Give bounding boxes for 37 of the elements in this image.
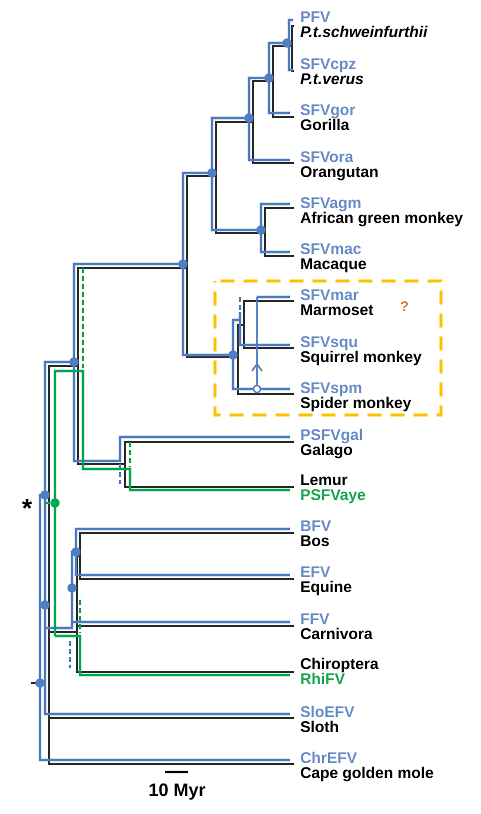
tip-label: SFVmac <box>300 243 361 254</box>
tip-label: SFVsqu <box>300 336 357 350</box>
tip-label: Orangutan <box>300 166 378 180</box>
tip-label: Lemur <box>301 474 348 486</box>
tip-label: Gorilla <box>300 118 350 130</box>
tip-label: RhiFV <box>301 672 345 684</box>
tip-label: EFV <box>301 566 330 577</box>
tip-label: Galago <box>300 444 352 458</box>
tip-label: Marmoset <box>301 304 374 316</box>
tip-label: BFV <box>301 520 332 531</box>
tip-label: Spider monkey <box>300 396 412 412</box>
tip-label: PSFVgal <box>301 428 362 444</box>
tip-label: Carnivora <box>300 628 373 640</box>
tip-label: Chiroptera <box>300 658 379 672</box>
question-mark: ? <box>400 301 408 311</box>
tip-label: ChrEFV <box>300 752 357 764</box>
tip-label: P.t.verus <box>300 73 364 84</box>
scale-label: 10 Myr <box>150 783 206 800</box>
tip-label: SloEFV <box>300 706 354 718</box>
tip-label: P.t.schweinfurthii <box>300 26 428 38</box>
tip-label: SFVcpz <box>300 58 356 72</box>
tip-label: Macaque <box>301 258 366 272</box>
tip-label: Equine <box>301 580 352 596</box>
tip-label: Bos <box>301 535 329 546</box>
tip-label: Squirrel monkey <box>300 350 422 366</box>
asterisk: * <box>22 499 32 509</box>
tip-label: PSFVaye <box>301 489 366 504</box>
tip-label: Cape golden mole <box>300 766 434 782</box>
tip-label: PFV <box>301 11 330 22</box>
tip-label: SFVmar <box>300 289 359 300</box>
tip-label: Sloth <box>300 720 338 732</box>
tip-label: SFVspm <box>300 382 362 396</box>
tip-label: FFV <box>301 613 330 624</box>
tip-label: SFVora <box>300 151 354 162</box>
tip-label: SFVagm <box>300 197 360 212</box>
tip-label: SFVgor <box>300 104 356 118</box>
tip-label: African green monkey <box>300 212 463 226</box>
